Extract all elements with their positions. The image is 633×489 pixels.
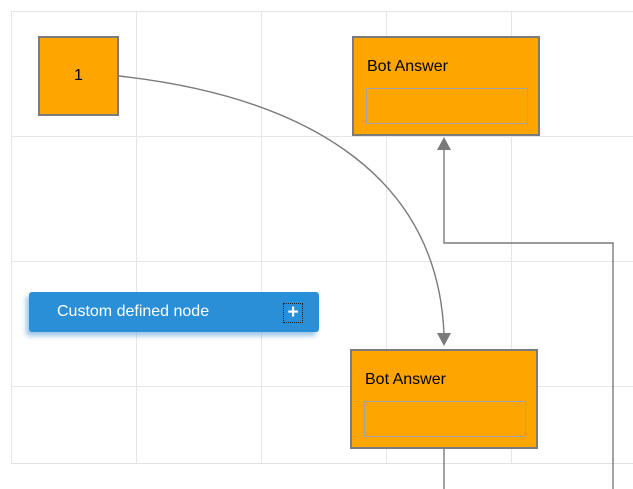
- node-title: Bot Answer: [365, 371, 446, 388]
- custom-node-label: Custom defined node: [57, 303, 210, 320]
- plus-icon: +: [287, 301, 299, 323]
- node-bot-answer-top[interactable]: Bot Answer: [352, 36, 540, 136]
- node-text-box[interactable]: [364, 401, 526, 437]
- node-text-box[interactable]: [366, 88, 528, 124]
- connector-curve-path[interactable]: [118, 75, 445, 335]
- node-bot-answer-bottom[interactable]: Bot Answer: [350, 349, 538, 449]
- custom-defined-node[interactable]: Custom defined node +: [29, 292, 319, 332]
- node-start[interactable]: 1: [38, 36, 119, 116]
- connector-orthogonal-path[interactable]: [443, 150, 614, 489]
- node-start-label: 1: [74, 67, 83, 84]
- node-title: Bot Answer: [367, 58, 448, 75]
- add-button[interactable]: +: [283, 303, 303, 323]
